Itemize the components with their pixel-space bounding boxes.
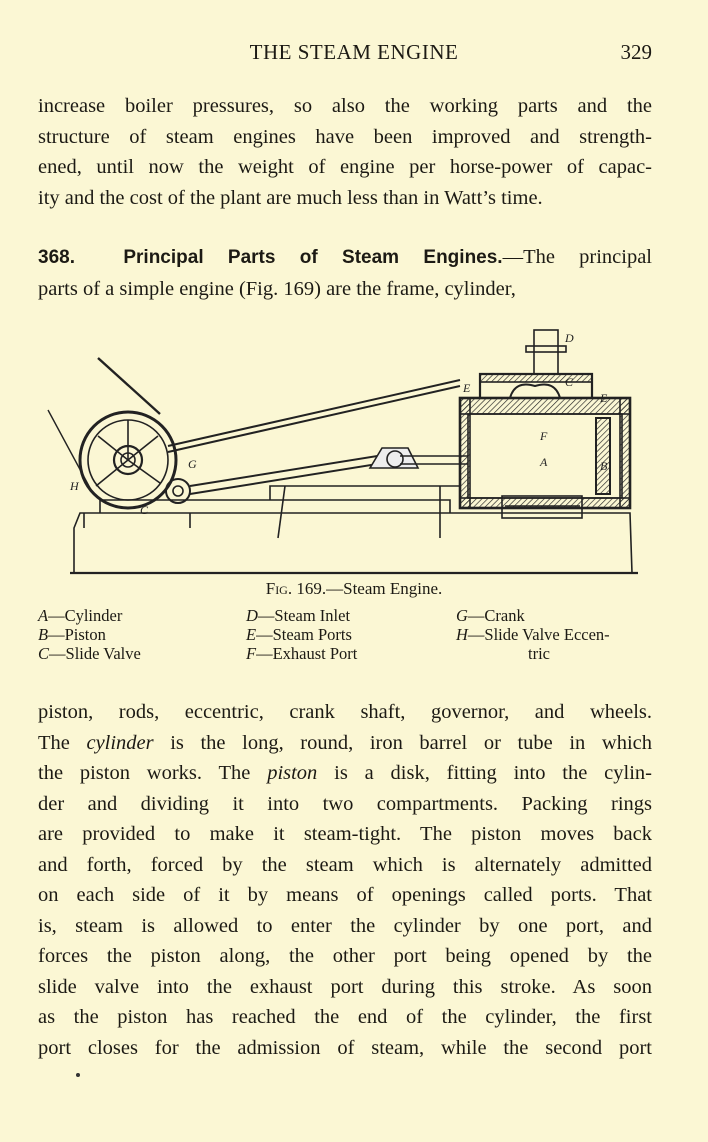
fig-label-d: D: [564, 331, 574, 345]
text-line: slide valve into the exhaust port during…: [38, 975, 652, 998]
text-line: increase boiler pressures, so also the w…: [38, 95, 652, 117]
figure-caption-prefix: Fig. 169.: [265, 579, 327, 598]
term-cylinder: cylinder: [86, 731, 154, 754]
legend-item: G—Crank: [456, 606, 525, 625]
page-header: THE STEAM ENGINE 329: [0, 40, 708, 70]
legend-column: G—Crank H—Slide Valve Eccen- tric: [456, 606, 610, 663]
figure-caption: Fig. 169.—Steam Engine.: [0, 579, 708, 599]
legend-item-continuation: tric: [528, 644, 550, 663]
text-line: forces the piston along, the other port …: [38, 945, 652, 967]
fig-label-b: B: [600, 459, 608, 473]
text-line: and forth, forced by the steam which is …: [38, 853, 652, 876]
legend-item: E—Steam Ports: [246, 625, 352, 644]
term-piston: piston: [267, 762, 318, 784]
legend-column: D—Steam Inlet E—Steam Ports F—Exhaust Po…: [246, 606, 357, 663]
ink-speck: [76, 1073, 80, 1077]
text-line: 368. Principal Parts of Steam Engines.—T…: [38, 242, 652, 274]
text-line: port closes for the admission of steam, …: [38, 1036, 652, 1059]
text-line: as the piston has reached the end of the…: [38, 1006, 652, 1028]
legend-item: B—Piston: [38, 625, 106, 644]
text-line: structure of steam engines have been imp…: [38, 125, 652, 148]
fig-label-e: E: [462, 381, 471, 395]
text-line: on each side of it by means of openings …: [38, 884, 652, 906]
text-line: ity and the cost of the plant are much l…: [38, 186, 543, 209]
text-line: is, steam is allowed to enter the cylind…: [38, 914, 652, 937]
legend-item: F—Exhaust Port: [246, 644, 358, 663]
section-number: 368.: [38, 247, 75, 268]
page-number: 329: [620, 40, 653, 64]
running-title: THE STEAM ENGINE: [249, 40, 459, 64]
fig-label-h: H: [69, 479, 80, 493]
text-line: piston, rods, eccentric, crank shaft, go…: [38, 701, 652, 723]
fig-label-e2: E: [599, 391, 608, 405]
legend-column: A—Cylinder B—Piston C—Slide Valve: [38, 606, 141, 663]
legend-item: D—Steam Inlet: [246, 606, 351, 625]
text-line: The cylinder is the long, round, iron ba…: [38, 731, 652, 754]
text-line: are provided to make it steam-tight. The…: [38, 823, 652, 845]
paragraph-parts: piston, rods, eccentric, crank shaft, go…: [38, 697, 652, 1063]
fig-label-c: C: [565, 375, 574, 389]
fig-label-g: G: [188, 457, 197, 471]
text-line: der and dividing it into two compartment…: [38, 792, 652, 815]
section-line1-rest: —The principal: [502, 246, 652, 268]
figure-caption-text: —Steam Engine.: [326, 579, 443, 598]
section-368-paragraph: 368. Principal Parts of Steam Engines.—T…: [38, 242, 652, 304]
legend-item: A—Cylinder: [38, 606, 123, 625]
text-line: ened, until now the weight of engine per…: [38, 156, 652, 178]
text-line: the piston works. The piston is a disk, …: [38, 762, 652, 784]
section-title: Principal Parts of Steam Engines.: [123, 247, 503, 268]
fig-label-f: F: [539, 429, 548, 443]
fig-label-c2: C: [140, 503, 149, 517]
steam-engine-figure: G H A B C C D E E F: [47, 329, 638, 575]
text-line: parts of a simple engine (Fig. 169) are …: [38, 277, 516, 300]
fig-label-a: A: [539, 455, 548, 469]
legend-item: C—Slide Valve: [38, 644, 141, 663]
legend-item: H—Slide Valve Eccen-: [456, 625, 610, 644]
paragraph-intro: increase boiler pressures, so also the w…: [38, 91, 652, 213]
